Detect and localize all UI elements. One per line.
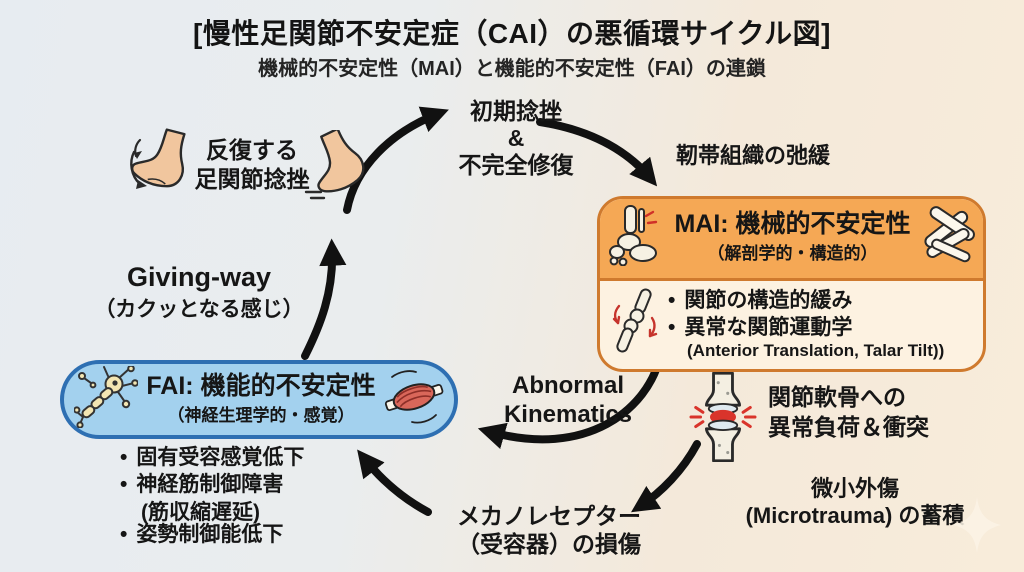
sparkle-icon [948, 496, 1006, 559]
mai-bullet: 関節の構造的緩み [666, 287, 944, 314]
mai-bullet-note: (Anterior Translation, Talar Tilt)) [687, 340, 945, 360]
foot-sprain-icon [128, 126, 192, 207]
mai-header: MAI: 機械的不安定性 （解剖学的・構造的） [600, 199, 983, 281]
page-subtitle: 機械的不安定性（MAI）と機能的不安定性（FAI）の連鎖 [258, 58, 766, 80]
neuron-icon [73, 364, 139, 433]
joint-impact-icon [686, 371, 760, 467]
label-microtrauma: 微小外傷 (Microtrauma) の蓄積 [745, 476, 965, 528]
mai-body: 関節の構造的緩み 異常な関節運動学 (Anterior Translation,… [600, 281, 983, 369]
fai-bullet: 固有受容感覚低下 [118, 444, 304, 471]
fai-title: FAI: 機能的不安定性 [146, 372, 376, 401]
node-initial-sprain: 初期捻挫 & 不完全修復 [458, 98, 574, 179]
mai-subtitle: （解剖学的・構造的） [707, 243, 878, 263]
label-mechanoreceptor: メカノレセプター （受容器）の損傷 [457, 503, 641, 558]
page-title: [慢性足関節不安定症（CAI）の悪循環サイクル図] [193, 18, 831, 49]
label-ligament-laxity: 靭帯組織の弛緩 [676, 143, 831, 168]
label-cartilage-load: 関節軟骨への 異常負荷＆衝突 [768, 384, 929, 440]
joint-laxity-icon [610, 288, 660, 359]
foot-tiptoe-icon [304, 127, 368, 209]
mai-box: MAI: 機械的不安定性 （解剖学的・構造的） [597, 196, 986, 373]
mai-body-text: 関節の構造的緩み 異常な関節運動学 (Anterior Translation,… [666, 287, 944, 360]
fai-bullet-note: (筋収縮遅延) [141, 501, 260, 524]
ligament-icon [923, 204, 975, 271]
fai-header-text: FAI: 機能的不安定性 （神経生理学的・感覚） [140, 373, 382, 426]
mai-title: MAI: 機械的不安定性 [674, 210, 911, 239]
mai-bullet-list: 関節の構造的緩み 異常な関節運動学 [666, 287, 944, 342]
mai-header-text: MAI: 機械的不安定性 （解剖学的・構造的） [666, 211, 919, 264]
fai-subtitle: （神経生理学的・感覚） [167, 405, 355, 425]
label-recurrent-sprain: 反復する 足関節捻挫 [194, 137, 310, 193]
fai-box: FAI: 機能的不安定性 （神経生理学的・感覚） [60, 360, 458, 439]
fai-bullet-list-2: 姿勢制御能低下 [118, 521, 283, 548]
muscle-icon [384, 369, 444, 430]
label-abnormal-kinematics: Abnormal Kinematics [503, 372, 633, 428]
fai-bullet: 神経筋制御障害 [118, 471, 304, 498]
label-giving-way: Giving-way （カクッとなる感じ） [94, 262, 304, 321]
fai-bullet: 姿勢制御能低下 [118, 521, 283, 548]
fai-bullet-list: 固有受容感覚低下 神経筋制御障害 [118, 444, 304, 499]
ankle-bones-icon [608, 204, 662, 271]
mai-bullet: 異常な関節運動学 [666, 314, 944, 341]
